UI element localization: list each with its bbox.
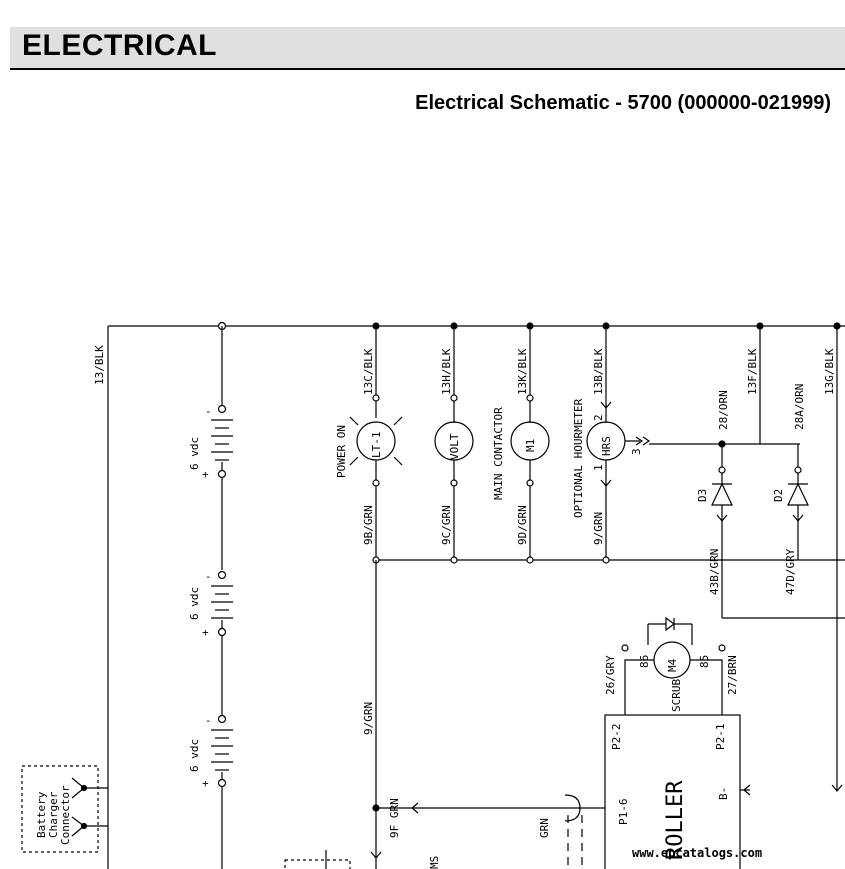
wire-label-47d: 47D/GRY: [784, 548, 797, 595]
wire-label-9f: 9F GRN: [388, 798, 401, 838]
battery-2: 6 vdc - +: [188, 570, 233, 639]
wire-label-26: 26/GRY: [604, 655, 617, 695]
charger-label-1: Battery: [35, 791, 48, 838]
lt1-label: LT-1: [370, 432, 383, 459]
wire-label-13h: 13H/BLK: [440, 348, 453, 395]
wire-label-9: 9/GRN: [592, 512, 605, 545]
charger-pin-2: [71, 816, 108, 837]
battery-voltage-2: 6 vdc: [188, 587, 201, 620]
optional-hourmeter-label: OPTIONAL HOURMETER: [572, 398, 585, 518]
watermark: www.epcatalogs.com: [632, 846, 762, 860]
battery-voltage-1: 6 vdc: [188, 437, 201, 470]
pin-p2-1: P2-1: [714, 724, 727, 751]
wire-label-28: 28/ORN: [717, 390, 730, 430]
wire-label-13g: 13G/BLK: [823, 348, 836, 395]
section-title: ELECTRICAL: [22, 29, 217, 62]
wire-label-28a: 28A/ORN: [793, 384, 806, 430]
pin-85: 85: [698, 655, 711, 668]
wire-label-43b: 43B/GRN: [708, 549, 721, 595]
wire-label-9-main: 9/GRN: [362, 702, 375, 735]
wire-label-27: 27/BRN: [726, 655, 739, 695]
hrs-pin-3: 3: [630, 448, 643, 455]
volt-label: VOLT: [448, 433, 461, 460]
m4-label: M4: [666, 658, 679, 672]
pin-p2-2: P2-2: [610, 724, 623, 751]
battery-2-plus: +: [202, 626, 209, 639]
wire-label-9d: 9D/GRN: [516, 505, 529, 545]
diode-d2: [787, 482, 809, 506]
schematic-title: Electrical Schematic - 5700 (000000-0219…: [415, 92, 831, 114]
battery-1: 6 vdc - +: [188, 404, 233, 481]
controller-box: [604, 714, 741, 869]
battery-2-minus: -: [205, 570, 212, 583]
d3-label: D3: [696, 489, 709, 502]
hrs-label: HRS: [600, 436, 613, 456]
battery-charger-connector: [21, 765, 99, 853]
wire-label-grn: GRN: [538, 818, 551, 838]
controller-label: ROLLER: [663, 780, 688, 860]
wire-label-13b: 13B/BLK: [592, 348, 605, 395]
wire-label-13f: 13F/BLK: [746, 348, 759, 395]
scrub-label: SCRUB: [670, 679, 683, 712]
d2-label: D2: [772, 489, 785, 502]
battery-1-plus: +: [202, 468, 209, 481]
hrs-pin-2: 2: [592, 414, 605, 421]
wire-label-9b: 9B/GRN: [362, 505, 375, 545]
power-on-label: POWER ON: [335, 425, 348, 478]
wire-label-13k: 13K/BLK: [516, 348, 529, 395]
pin-p1-6: P1-6: [617, 799, 630, 826]
wire-label-13-blk: 13/BLK: [93, 345, 106, 385]
battery-voltage-3: 6 vdc: [188, 739, 201, 772]
wire-label-9c: 9C/GRN: [440, 505, 453, 545]
charger-pin-1: [71, 777, 108, 799]
wire-label-13c: 13C/BLK: [362, 348, 375, 395]
pin-b-minus: B-: [717, 787, 730, 800]
hrs-pin-1: 1: [592, 464, 605, 471]
battery-3: 6 vdc - +: [188, 714, 233, 790]
battery-3-plus: +: [202, 777, 209, 790]
diode-d3: [711, 482, 733, 506]
charger-label-2: Charger: [47, 791, 60, 838]
pin-86: 86: [638, 655, 651, 668]
section-header-band: ELECTRICAL: [10, 27, 845, 70]
m1-label: M1: [524, 439, 537, 452]
ms-label: MS: [428, 856, 441, 869]
charger-label-3: Connector: [59, 785, 72, 845]
battery-1-minus: -: [205, 405, 212, 418]
battery-3-minus: -: [205, 714, 212, 727]
main-contactor-label: MAIN CONTACTOR: [492, 407, 505, 500]
